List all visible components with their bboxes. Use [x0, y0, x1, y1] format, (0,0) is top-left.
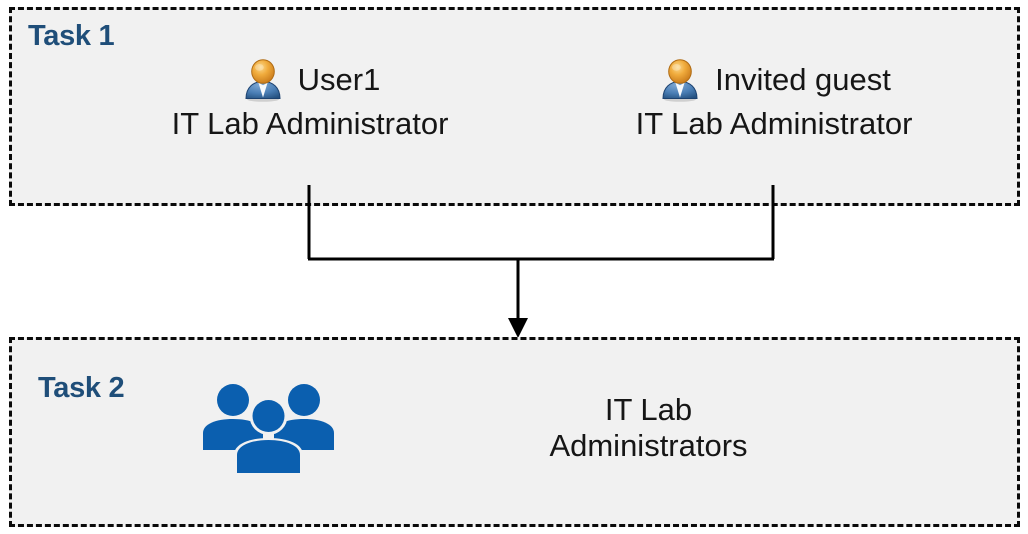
person-invited-guest-name: Invited guest [715, 62, 891, 98]
task-1-label: Task 1 [28, 20, 115, 52]
group-card-it-lab-administrators: IT Lab Administrators [196, 378, 836, 478]
person-user1-header: User1 [130, 52, 490, 108]
person-user1-role: IT Lab Administrator [171, 106, 449, 141]
person-card-user1: User1 IT Lab Administrator [130, 52, 490, 142]
task-1-container [9, 7, 1020, 206]
task-2-container [9, 337, 1020, 527]
person-card-invited-guest: Invited guest IT Lab Administrator [594, 52, 954, 142]
task-2-label: Task 2 [38, 372, 125, 404]
person-invited-guest-header: Invited guest [594, 52, 954, 108]
user-group-icon [196, 378, 341, 478]
person-user1-name: User1 [297, 62, 381, 98]
person-invited-guest-role: IT Lab Administrator [635, 106, 913, 141]
single-user-icon [657, 57, 703, 103]
single-user-icon [240, 57, 286, 103]
arrowhead-icon [508, 318, 528, 338]
group-name-label: IT Lab Administrators [549, 392, 748, 463]
